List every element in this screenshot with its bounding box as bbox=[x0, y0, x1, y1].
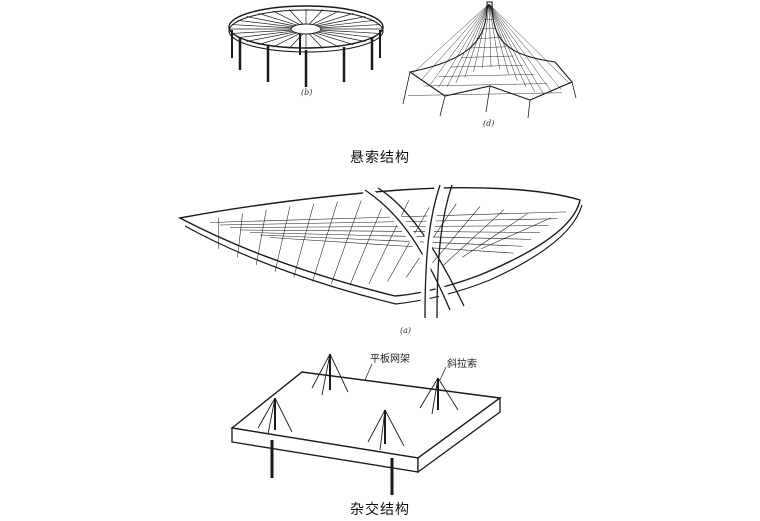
circular-roof-sublabel: (b) bbox=[301, 88, 313, 97]
hatch-line bbox=[469, 46, 507, 49]
hatch-line bbox=[319, 30, 375, 39]
hatch-line bbox=[411, 3, 490, 75]
hatch-line bbox=[488, 3, 544, 95]
hatch-line bbox=[488, 3, 553, 94]
hatch-line bbox=[481, 28, 497, 30]
hatch-line bbox=[317, 31, 366, 42]
hatch-line bbox=[237, 30, 293, 39]
hatch-line bbox=[309, 33, 324, 49]
hatch-line bbox=[219, 218, 558, 226]
hatch-line bbox=[272, 33, 300, 48]
hatch-line bbox=[246, 31, 295, 42]
saddle-roof-sublabel: (a) bbox=[400, 326, 412, 335]
hatch-line bbox=[424, 83, 548, 87]
circular-roof-figure bbox=[228, 5, 384, 87]
hatch-line bbox=[315, 13, 354, 26]
hatch-line bbox=[424, 206, 481, 272]
hatch-line bbox=[473, 3, 490, 72]
hatch-line bbox=[231, 24, 292, 29]
hatch-line bbox=[312, 201, 338, 282]
hatch-line bbox=[320, 29, 381, 34]
hatch-line bbox=[438, 3, 490, 88]
hatch-line bbox=[288, 9, 303, 25]
hatch-line bbox=[249, 232, 532, 240]
saddle-roof-figure bbox=[177, 183, 583, 319]
hatch-line bbox=[488, 3, 527, 88]
hatch-line bbox=[293, 203, 315, 278]
hatch-line bbox=[408, 92, 562, 96]
hatch-line bbox=[315, 32, 354, 45]
hatch-line bbox=[455, 3, 490, 83]
hatch-line bbox=[274, 206, 291, 272]
hatch-line bbox=[246, 16, 295, 27]
hatch-line bbox=[319, 19, 375, 28]
grid-callout: 平板网架 bbox=[370, 354, 410, 365]
hatch-line bbox=[464, 3, 490, 78]
tent-roof-figure bbox=[402, 1, 577, 119]
hatch-line bbox=[476, 37, 501, 39]
hatch-line bbox=[488, 3, 562, 90]
hatch-line bbox=[258, 32, 297, 45]
hatch-line bbox=[446, 3, 490, 87]
hatch-line bbox=[258, 13, 297, 26]
hatch-line bbox=[429, 3, 490, 86]
hatch-line bbox=[349, 199, 386, 286]
hatch-line bbox=[481, 3, 490, 69]
hatch-line bbox=[488, 3, 518, 81]
suspension-caption: 悬索结构 bbox=[350, 150, 410, 166]
hatch-line bbox=[320, 24, 381, 29]
hatch-line bbox=[488, 3, 571, 85]
hatch-line bbox=[237, 213, 243, 258]
hatch-line bbox=[239, 229, 541, 233]
hatch-line bbox=[481, 217, 552, 250]
hatch-line bbox=[317, 16, 366, 27]
hybrid-grid-figure bbox=[230, 353, 502, 495]
hatch-line bbox=[259, 234, 523, 247]
hatch-line bbox=[488, 3, 509, 75]
hybrid-caption: 杂交结构 bbox=[350, 502, 410, 518]
hatch-line bbox=[312, 33, 340, 48]
cable-callout: 斜拉索 bbox=[447, 359, 477, 370]
hatch-line bbox=[209, 211, 567, 223]
hatch-line bbox=[255, 209, 267, 266]
hatch-line bbox=[461, 55, 514, 58]
hatch-line bbox=[488, 3, 536, 93]
hatch-line bbox=[438, 74, 535, 77]
hatch-line bbox=[488, 3, 500, 70]
hatch-line bbox=[462, 213, 528, 258]
hatch-line bbox=[272, 10, 300, 25]
hatch-line bbox=[443, 209, 504, 266]
hatch-line bbox=[420, 3, 490, 81]
tent-roof-sublabel: (d) bbox=[483, 119, 495, 128]
hatch-line bbox=[309, 9, 324, 25]
hatch-line bbox=[269, 237, 514, 254]
hatch-line bbox=[231, 29, 292, 34]
hatch-line bbox=[312, 10, 340, 25]
hatch-line bbox=[450, 64, 524, 68]
hatch-line bbox=[229, 225, 549, 228]
hatch-line bbox=[237, 19, 293, 28]
hatch-line bbox=[368, 200, 409, 285]
